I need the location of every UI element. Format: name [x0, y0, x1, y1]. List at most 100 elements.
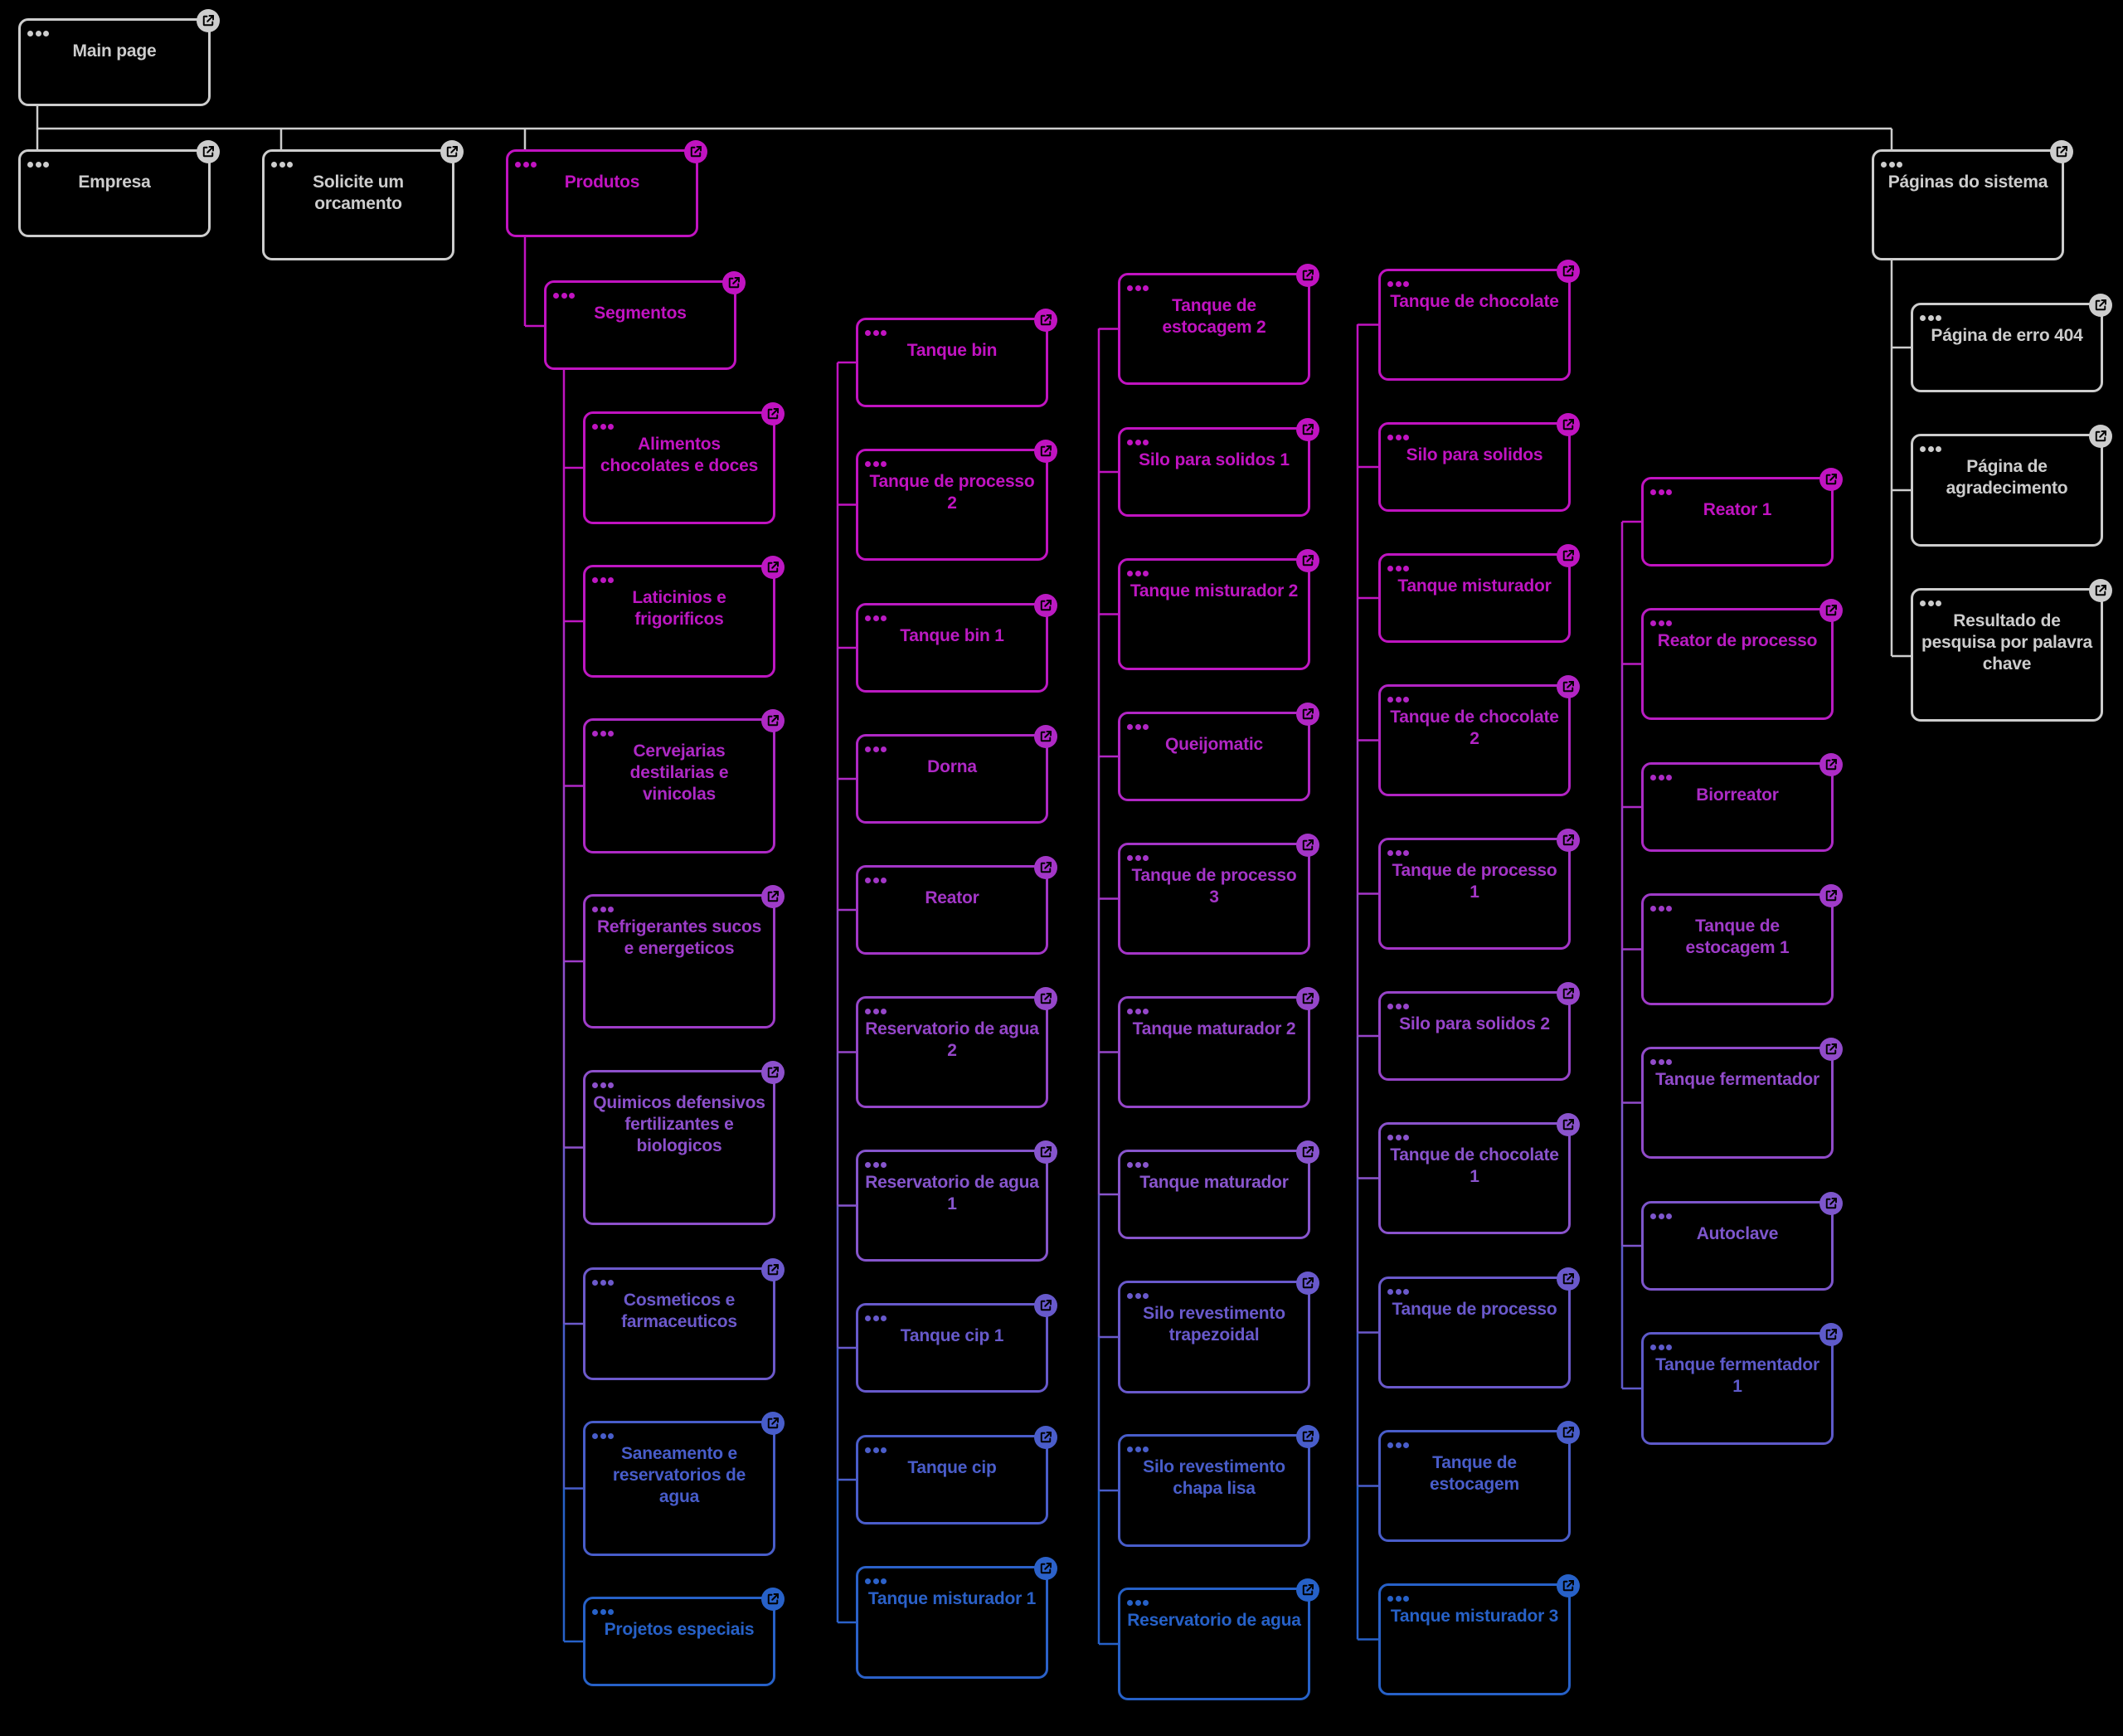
- page-node-reator-1[interactable]: Reator 1: [1641, 468, 1843, 567]
- three-dots-icon[interactable]: [1650, 770, 1683, 783]
- three-dots-icon[interactable]: [1881, 157, 1914, 170]
- page-node-alimentos-chocolates-e-doces[interactable]: Alimentos chocolates e doces: [583, 402, 785, 524]
- external-link-icon[interactable]: [1034, 987, 1057, 1010]
- page-node-tanque-cip-1[interactable]: Tanque cip 1: [856, 1294, 1057, 1393]
- external-link-icon[interactable]: [1557, 544, 1580, 567]
- external-link-icon[interactable]: [1819, 1323, 1843, 1346]
- three-dots-icon[interactable]: [592, 1077, 625, 1091]
- three-dots-icon[interactable]: [865, 1573, 898, 1587]
- three-dots-icon[interactable]: [865, 1311, 898, 1324]
- three-dots-icon[interactable]: [592, 1604, 625, 1617]
- external-link-icon[interactable]: [1034, 856, 1057, 879]
- external-link-icon[interactable]: [1296, 1425, 1319, 1448]
- three-dots-icon[interactable]: [1387, 561, 1421, 574]
- three-dots-icon[interactable]: [865, 456, 898, 469]
- page-node-tanque-de-chocolate[interactable]: Tanque de chocolate: [1378, 260, 1580, 381]
- page-node-biorreator[interactable]: Biorreator: [1641, 753, 1843, 852]
- external-link-icon[interactable]: [1819, 599, 1843, 622]
- page-node-tanque-misturador[interactable]: Tanque misturador: [1378, 544, 1580, 643]
- three-dots-icon[interactable]: [1387, 999, 1421, 1012]
- page-node-projetos-especiais[interactable]: Projetos especiais: [583, 1588, 785, 1686]
- external-link-icon[interactable]: [1034, 309, 1057, 332]
- external-link-icon[interactable]: [722, 271, 746, 294]
- external-link-icon[interactable]: [1557, 675, 1580, 698]
- external-link-icon[interactable]: [1034, 1426, 1057, 1449]
- external-link-icon[interactable]: [761, 1588, 785, 1611]
- three-dots-icon[interactable]: [1650, 1340, 1683, 1353]
- three-dots-icon[interactable]: [865, 1157, 898, 1170]
- external-link-icon[interactable]: [1819, 884, 1843, 907]
- three-dots-icon[interactable]: [1127, 1442, 1160, 1455]
- page-node-tanque-de-estocagem[interactable]: Tanque de estocagem: [1378, 1421, 1580, 1542]
- external-link-icon[interactable]: [197, 140, 220, 163]
- page-node-cosmeticos-e-farmaceuticos[interactable]: Cosmeticos e farmaceuticos: [583, 1258, 785, 1380]
- external-link-icon[interactable]: [761, 709, 785, 732]
- three-dots-icon[interactable]: [1387, 1591, 1421, 1604]
- page-node-tanque-de-processo-3[interactable]: Tanque de processo 3: [1118, 834, 1319, 955]
- three-dots-icon[interactable]: [1127, 1004, 1160, 1017]
- page-node-silo-revestimento-trapezoidal[interactable]: Silo revestimento trapezoidal: [1118, 1272, 1319, 1393]
- external-link-icon[interactable]: [2089, 294, 2112, 317]
- page-node-pagina-de-agradecimento[interactable]: Página de agradecimento: [1911, 425, 2112, 547]
- external-link-icon[interactable]: [1034, 725, 1057, 748]
- three-dots-icon[interactable]: [1387, 1130, 1421, 1143]
- page-node-solicite-um-orcamento[interactable]: Solicite um orcamento: [262, 140, 464, 260]
- external-link-icon[interactable]: [761, 402, 785, 425]
- external-link-icon[interactable]: [1296, 549, 1319, 572]
- three-dots-icon[interactable]: [1127, 1595, 1160, 1608]
- three-dots-icon[interactable]: [1650, 1054, 1683, 1067]
- three-dots-icon[interactable]: [1127, 719, 1160, 732]
- page-node-autoclave[interactable]: Autoclave: [1641, 1192, 1843, 1291]
- page-node-resultado-de-pesquisa[interactable]: Resultado de pesquisa por palavra chave: [1911, 579, 2112, 722]
- external-link-icon[interactable]: [761, 885, 785, 908]
- three-dots-icon[interactable]: [1387, 430, 1421, 443]
- page-node-reator-de-processo[interactable]: Reator de processo: [1641, 599, 1843, 720]
- page-node-tanque-maturador[interactable]: Tanque maturador: [1118, 1140, 1319, 1239]
- external-link-icon[interactable]: [1034, 1294, 1057, 1317]
- three-dots-icon[interactable]: [592, 1275, 625, 1288]
- three-dots-icon[interactable]: [1920, 596, 1953, 609]
- external-link-icon[interactable]: [1557, 1421, 1580, 1444]
- three-dots-icon[interactable]: [1387, 276, 1421, 289]
- page-node-tanque-de-processo-2[interactable]: Tanque de processo 2: [856, 440, 1057, 561]
- page-node-reator[interactable]: Reator: [856, 856, 1057, 955]
- external-link-icon[interactable]: [2089, 579, 2112, 602]
- three-dots-icon[interactable]: [1920, 441, 1953, 455]
- three-dots-icon[interactable]: [1127, 1288, 1160, 1301]
- external-link-icon[interactable]: [197, 9, 220, 32]
- page-node-segmentos[interactable]: Segmentos: [544, 271, 746, 370]
- page-node-tanque-misturador-3[interactable]: Tanque misturador 3: [1378, 1574, 1580, 1695]
- page-node-silo-para-solidos-1[interactable]: Silo para solidos 1: [1118, 418, 1319, 517]
- three-dots-icon[interactable]: [1127, 435, 1160, 448]
- page-node-paginas-do-sistema[interactable]: Páginas do sistema: [1872, 140, 2073, 260]
- external-link-icon[interactable]: [1557, 829, 1580, 852]
- three-dots-icon[interactable]: [553, 288, 586, 301]
- three-dots-icon[interactable]: [865, 1004, 898, 1017]
- three-dots-icon[interactable]: [865, 873, 898, 886]
- page-node-silo-para-solidos[interactable]: Silo para solidos: [1378, 413, 1580, 512]
- external-link-icon[interactable]: [440, 140, 464, 163]
- external-link-icon[interactable]: [1034, 440, 1057, 463]
- page-node-laticinios-e-frigorificos[interactable]: Laticinios e frigorificos: [583, 556, 785, 678]
- external-link-icon[interactable]: [1557, 260, 1580, 283]
- external-link-icon[interactable]: [1557, 1267, 1580, 1291]
- external-link-icon[interactable]: [1296, 834, 1319, 857]
- page-node-saneamento-e-reservatorios-de-agua[interactable]: Saneamento e reservatorios de agua: [583, 1412, 785, 1556]
- page-node-queijomatic[interactable]: Queijomatic: [1118, 703, 1319, 801]
- page-node-tanque-de-estocagem-2[interactable]: Tanque de estocagem 2: [1118, 264, 1319, 385]
- external-link-icon[interactable]: [1296, 1578, 1319, 1602]
- external-link-icon[interactable]: [1557, 1113, 1580, 1136]
- external-link-icon[interactable]: [1557, 982, 1580, 1005]
- external-link-icon[interactable]: [2050, 140, 2073, 163]
- three-dots-icon[interactable]: [592, 572, 625, 586]
- external-link-icon[interactable]: [761, 1258, 785, 1281]
- three-dots-icon[interactable]: [1387, 692, 1421, 705]
- page-node-dorna[interactable]: Dorna: [856, 725, 1057, 824]
- three-dots-icon[interactable]: [592, 1428, 625, 1442]
- page-node-tanque-maturador-2[interactable]: Tanque maturador 2: [1118, 987, 1319, 1108]
- three-dots-icon[interactable]: [27, 157, 61, 170]
- external-link-icon[interactable]: [1034, 1557, 1057, 1580]
- page-node-tanque-cip[interactable]: Tanque cip: [856, 1426, 1057, 1524]
- external-link-icon[interactable]: [1296, 1272, 1319, 1295]
- external-link-icon[interactable]: [1819, 468, 1843, 491]
